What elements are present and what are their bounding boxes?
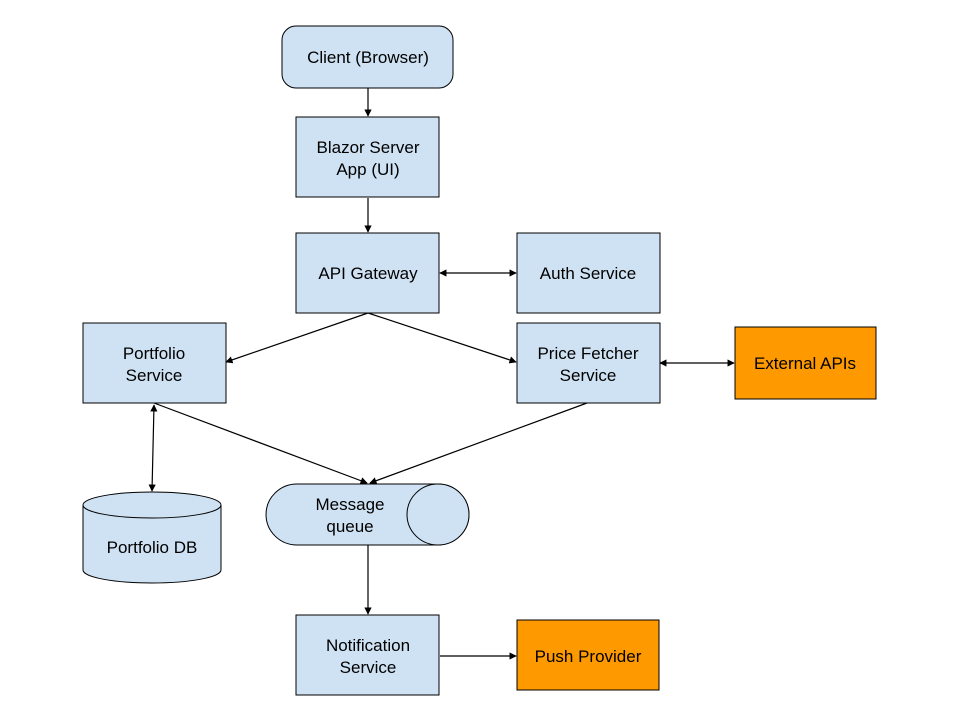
gateway-label: API Gateway <box>318 264 418 283</box>
client-label: Client (Browser) <box>307 48 429 67</box>
price-fetcher-label-line1: Price Fetcher <box>537 344 638 363</box>
blazor-label-line2: App (UI) <box>336 160 399 179</box>
node-portfolio-db: Portfolio DB <box>82 491 222 584</box>
external-apis-box <box>734 326 877 400</box>
notification-label-line2: Service <box>340 658 397 677</box>
db-cylinder-body <box>82 505 222 584</box>
portfolio-service-box <box>82 322 227 404</box>
edge-gateway-to-portfolio <box>225 312 369 364</box>
node-auth-service: Auth Service <box>516 232 661 314</box>
push-provider-box <box>516 619 660 691</box>
price-fetcher-label-line2: Service <box>560 366 617 385</box>
node-client-browser: Client (Browser) <box>281 25 454 89</box>
price-fetcher-box <box>516 322 661 404</box>
connectors <box>148 88 735 660</box>
notification-box <box>295 614 440 696</box>
push-provider-label: Push Provider <box>535 647 642 666</box>
node-push-provider: Push Provider <box>516 619 660 691</box>
edge-price-fetcher-to-queue <box>369 402 588 485</box>
portfolio-db-label: Portfolio DB <box>107 538 198 557</box>
queue-label-line2: queue <box>326 517 373 536</box>
queue-end-cap <box>406 483 470 546</box>
blazor-box <box>295 116 440 198</box>
external-apis-label: External APIs <box>754 354 856 373</box>
blazor-label-line1: Blazor Server <box>317 138 420 157</box>
edge-portfolio-to-queue <box>153 402 368 485</box>
notification-label-line1: Notification <box>326 636 410 655</box>
edge-portfolio-db <box>148 404 158 492</box>
node-price-fetcher-service: Price Fetcher Service <box>516 322 661 404</box>
edge-gateway-to-price-fetcher <box>367 312 517 364</box>
node-message-queue: Message queue <box>265 483 470 546</box>
auth-box <box>516 232 661 314</box>
node-blazor-server-app: Blazor Server App (UI) <box>295 116 440 198</box>
auth-label: Auth Service <box>540 264 636 283</box>
client-box <box>281 25 454 89</box>
node-notification-service: Notification Service <box>295 614 440 696</box>
portfolio-service-label-line2: Service <box>126 366 183 385</box>
node-external-apis: External APIs <box>734 326 877 400</box>
node-portfolio-service: Portfolio Service <box>82 322 227 404</box>
portfolio-service-label-line1: Portfolio <box>123 344 185 363</box>
queue-label-line1: Message <box>316 495 385 514</box>
db-cylinder-top <box>82 491 222 519</box>
gateway-box <box>295 232 440 314</box>
node-api-gateway: API Gateway <box>295 232 440 314</box>
